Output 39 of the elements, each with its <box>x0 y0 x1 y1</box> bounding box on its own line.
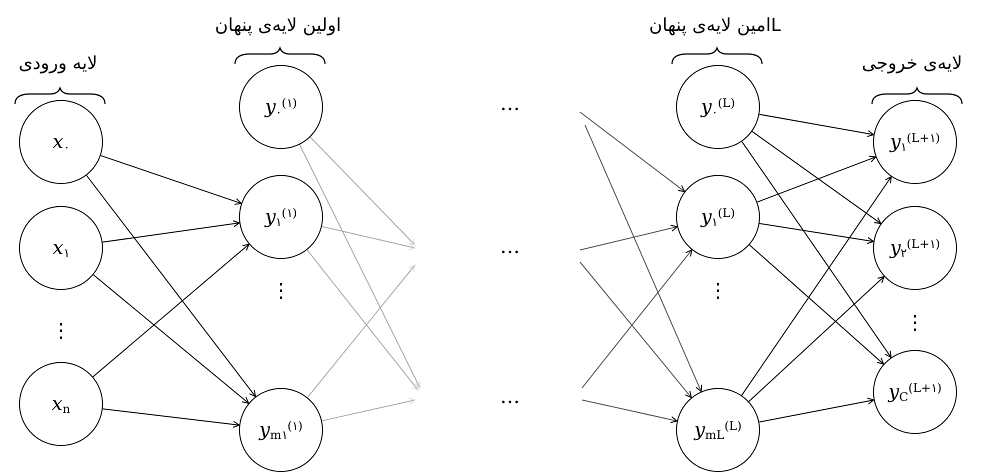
arrow <box>92 244 250 378</box>
arrow <box>580 262 692 398</box>
layer-heading: لایه‌ی خروجی <box>862 55 962 73</box>
arrow <box>100 155 242 205</box>
arrow <box>582 400 678 424</box>
arrow <box>580 224 678 250</box>
arrow <box>321 226 416 250</box>
arrow <box>306 264 416 398</box>
arrow <box>86 174 256 398</box>
arrow <box>582 249 692 388</box>
ellipsis: ⋮ <box>905 312 925 332</box>
arrow <box>759 223 874 244</box>
arrow <box>92 274 250 404</box>
ellipsis: ⋮ <box>708 280 728 300</box>
arrow <box>306 249 418 390</box>
layer-heading: لایه ورودی <box>18 55 98 73</box>
arrow <box>741 176 892 396</box>
layer-heading: اولین لایه‌ی پنهان <box>214 17 342 35</box>
arrow <box>299 144 421 388</box>
ellipsis: ⋮ <box>51 320 71 340</box>
layer-heading: Lامین لایه‌ی پنهان <box>649 17 781 35</box>
arrow <box>748 276 885 402</box>
ellipsis: … <box>500 386 520 406</box>
ellipsis: … <box>500 93 520 113</box>
arrow <box>741 141 892 358</box>
arrow <box>321 398 416 422</box>
arrow <box>310 136 416 246</box>
neuron-label: x$_{n}$ <box>52 392 70 418</box>
ellipsis: ⋮ <box>271 280 291 300</box>
arrow <box>584 124 702 392</box>
ellipsis: … <box>500 236 520 256</box>
arrow <box>748 244 884 365</box>
arrow <box>102 220 240 243</box>
arrow <box>102 408 240 428</box>
arrow <box>758 398 874 423</box>
arrow <box>758 114 874 138</box>
arrow <box>580 112 686 192</box>
arrow <box>756 156 876 203</box>
arrow <box>752 130 882 224</box>
